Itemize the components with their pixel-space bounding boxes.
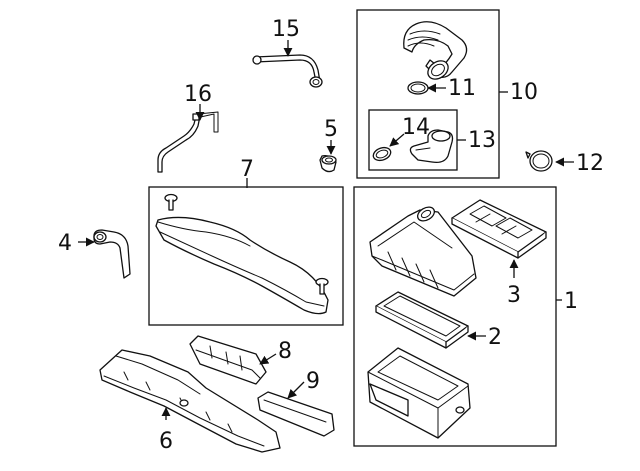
- resonator-bolt-upper: [164, 193, 178, 211]
- part-3-cover-insert[interactable]: [451, 199, 547, 259]
- part-14-clamp[interactable]: [371, 145, 392, 162]
- callout-7: 7: [240, 157, 254, 182]
- callout-labels: 15 16 5 7 4 6 8 9 11 10 13 14 12 3 1 2: [58, 17, 604, 454]
- callout-8: 8: [278, 339, 292, 364]
- callout-14: 14: [402, 115, 430, 140]
- callout-10: 10: [510, 80, 538, 105]
- callout-4: 4: [58, 231, 72, 256]
- callout-16: 16: [184, 82, 212, 107]
- callout-12: 12: [576, 151, 604, 176]
- group-frame-1: [353, 186, 557, 447]
- callout-6: 6: [159, 429, 173, 454]
- part-13-elbow[interactable]: [409, 129, 454, 164]
- part-16-vent-line[interactable]: [157, 111, 219, 173]
- part-1-housing-base[interactable]: [367, 347, 471, 439]
- callout-9: 9: [306, 369, 320, 394]
- leader-lines: [78, 40, 574, 420]
- group-frame-7: [148, 186, 344, 326]
- callout-5: 5: [324, 117, 338, 142]
- part-9-seal[interactable]: [257, 391, 335, 437]
- part-4-hose[interactable]: [93, 229, 131, 279]
- callout-2: 2: [488, 325, 502, 350]
- group-frame-10: [356, 9, 500, 179]
- part-1-housing-cover[interactable]: [369, 204, 477, 297]
- part-8-duct-connector[interactable]: [189, 335, 267, 385]
- callout-11: 11: [448, 76, 476, 101]
- callout-3: 3: [507, 283, 521, 308]
- part-12-clamp[interactable]: [525, 150, 553, 172]
- part-6-intake-duct[interactable]: [99, 349, 281, 453]
- part-11-clamp[interactable]: [407, 81, 429, 95]
- callout-15: 15: [272, 17, 300, 42]
- resonator-bolt-lower: [315, 277, 329, 295]
- part-7-resonator[interactable]: [155, 216, 329, 315]
- part-2-filter-element[interactable]: [375, 291, 469, 349]
- part-15-breather-hose[interactable]: [252, 54, 323, 88]
- callout-1: 1: [564, 289, 578, 314]
- part-5-grommet[interactable]: [319, 154, 337, 173]
- part-10-outlet-hose[interactable]: [403, 21, 468, 83]
- callout-13: 13: [468, 128, 496, 153]
